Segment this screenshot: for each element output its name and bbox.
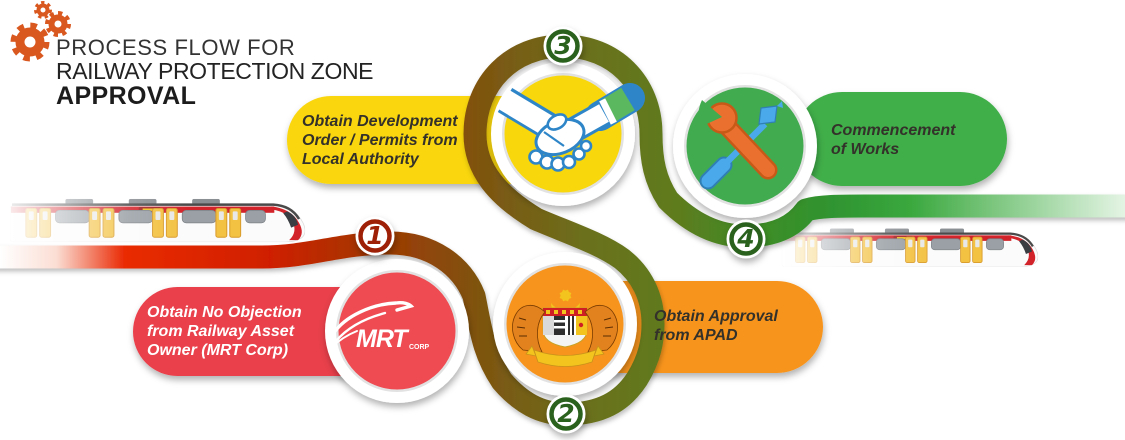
title-line-2: RAILWAY PROTECTION ZONE (56, 58, 374, 84)
malaysia-coat-of-arms (512, 289, 618, 367)
step3-number: 3 (554, 31, 572, 60)
mrt-corp-logo: MRT CORP (330, 301, 430, 353)
step4-badge (726, 219, 766, 259)
title-line-3: APPROVAL (56, 82, 197, 110)
step3-badge (543, 26, 583, 66)
step-badges (355, 26, 766, 434)
step1-number: 1 (366, 221, 384, 250)
gears-icon (10, 1, 71, 62)
tools-icon (698, 100, 783, 190)
step4-circle (673, 74, 817, 218)
step3-circle (491, 62, 645, 206)
step1-label: Obtain No Objection from Railway Asset O… (147, 304, 302, 359)
step-circles: MRT CORP (325, 62, 817, 403)
step2-circle (493, 252, 637, 396)
step4-pill (795, 92, 1007, 186)
title-line-1: PROCESS FLOW FOR (56, 35, 296, 60)
step2-badge (546, 394, 586, 434)
step1-circle: MRT CORP (325, 259, 469, 403)
step3-label: Obtain Development Order / Permits from … (302, 113, 458, 168)
handshake-icon (497, 83, 645, 172)
step1-badge (355, 216, 395, 256)
step4-label: Commencement of Works (831, 122, 956, 158)
train-illustration-right (780, 227, 1040, 268)
step2-number: 2 (557, 399, 575, 428)
step2-label: Obtain Approval from APAD (654, 308, 778, 344)
title-block: PROCESS FLOW FOR RAILWAY PROTECTION ZONE… (56, 36, 373, 109)
step4-number: 4 (737, 224, 755, 253)
train-illustration-left (8, 197, 307, 244)
mrt-logo-subtext: CORP (409, 344, 430, 351)
process-path (0, 34, 1125, 426)
mrt-logo-text: MRT (356, 325, 410, 353)
